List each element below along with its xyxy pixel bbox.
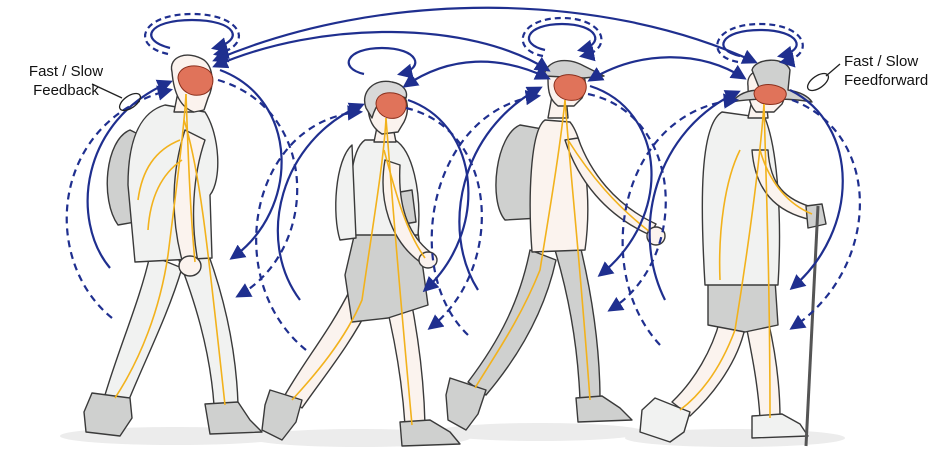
- brain-to-brain-arc: [215, 32, 548, 70]
- back-shoe: [84, 393, 132, 436]
- brain: [754, 85, 786, 105]
- feedback-label-line2: Feedback: [10, 81, 122, 100]
- front-shoe: [400, 420, 460, 446]
- shorts: [708, 280, 778, 332]
- feedforward-label: Fast / Slow Feedforward: [826, 52, 944, 90]
- back-leg: [105, 255, 182, 402]
- brain-to-brain-arc: [215, 8, 755, 62]
- brain-to-brain-arc: [590, 57, 744, 80]
- feedback-label: Fast / Slow Feedback: [10, 62, 122, 100]
- head-loop-solid: [529, 24, 595, 50]
- walking-cane: [806, 206, 818, 446]
- front-leg: [555, 245, 600, 400]
- front-shoe: [205, 402, 262, 434]
- brain: [554, 75, 586, 101]
- back-leg: [468, 250, 556, 395]
- head-loop-solid: [349, 48, 416, 74]
- front-shoe: [752, 414, 808, 438]
- hand: [179, 256, 201, 276]
- feedforward-label-line1: Fast / Slow: [826, 52, 944, 71]
- feedback-label-line1: Fast / Slow: [10, 62, 122, 81]
- feedforward-loop-solid: [220, 70, 282, 258]
- brain-to-brain-arc: [405, 62, 548, 86]
- man-walking-icon: [84, 55, 262, 436]
- older-man-cane-walking-icon: [640, 60, 826, 446]
- front-leg: [745, 320, 780, 418]
- head-loop-solid: [151, 20, 233, 48]
- front-shoe: [576, 396, 632, 422]
- woman-walking-icon: [262, 81, 460, 446]
- hydration-pack: [336, 145, 356, 240]
- feedforward-label-line2: Feedforward: [826, 71, 944, 90]
